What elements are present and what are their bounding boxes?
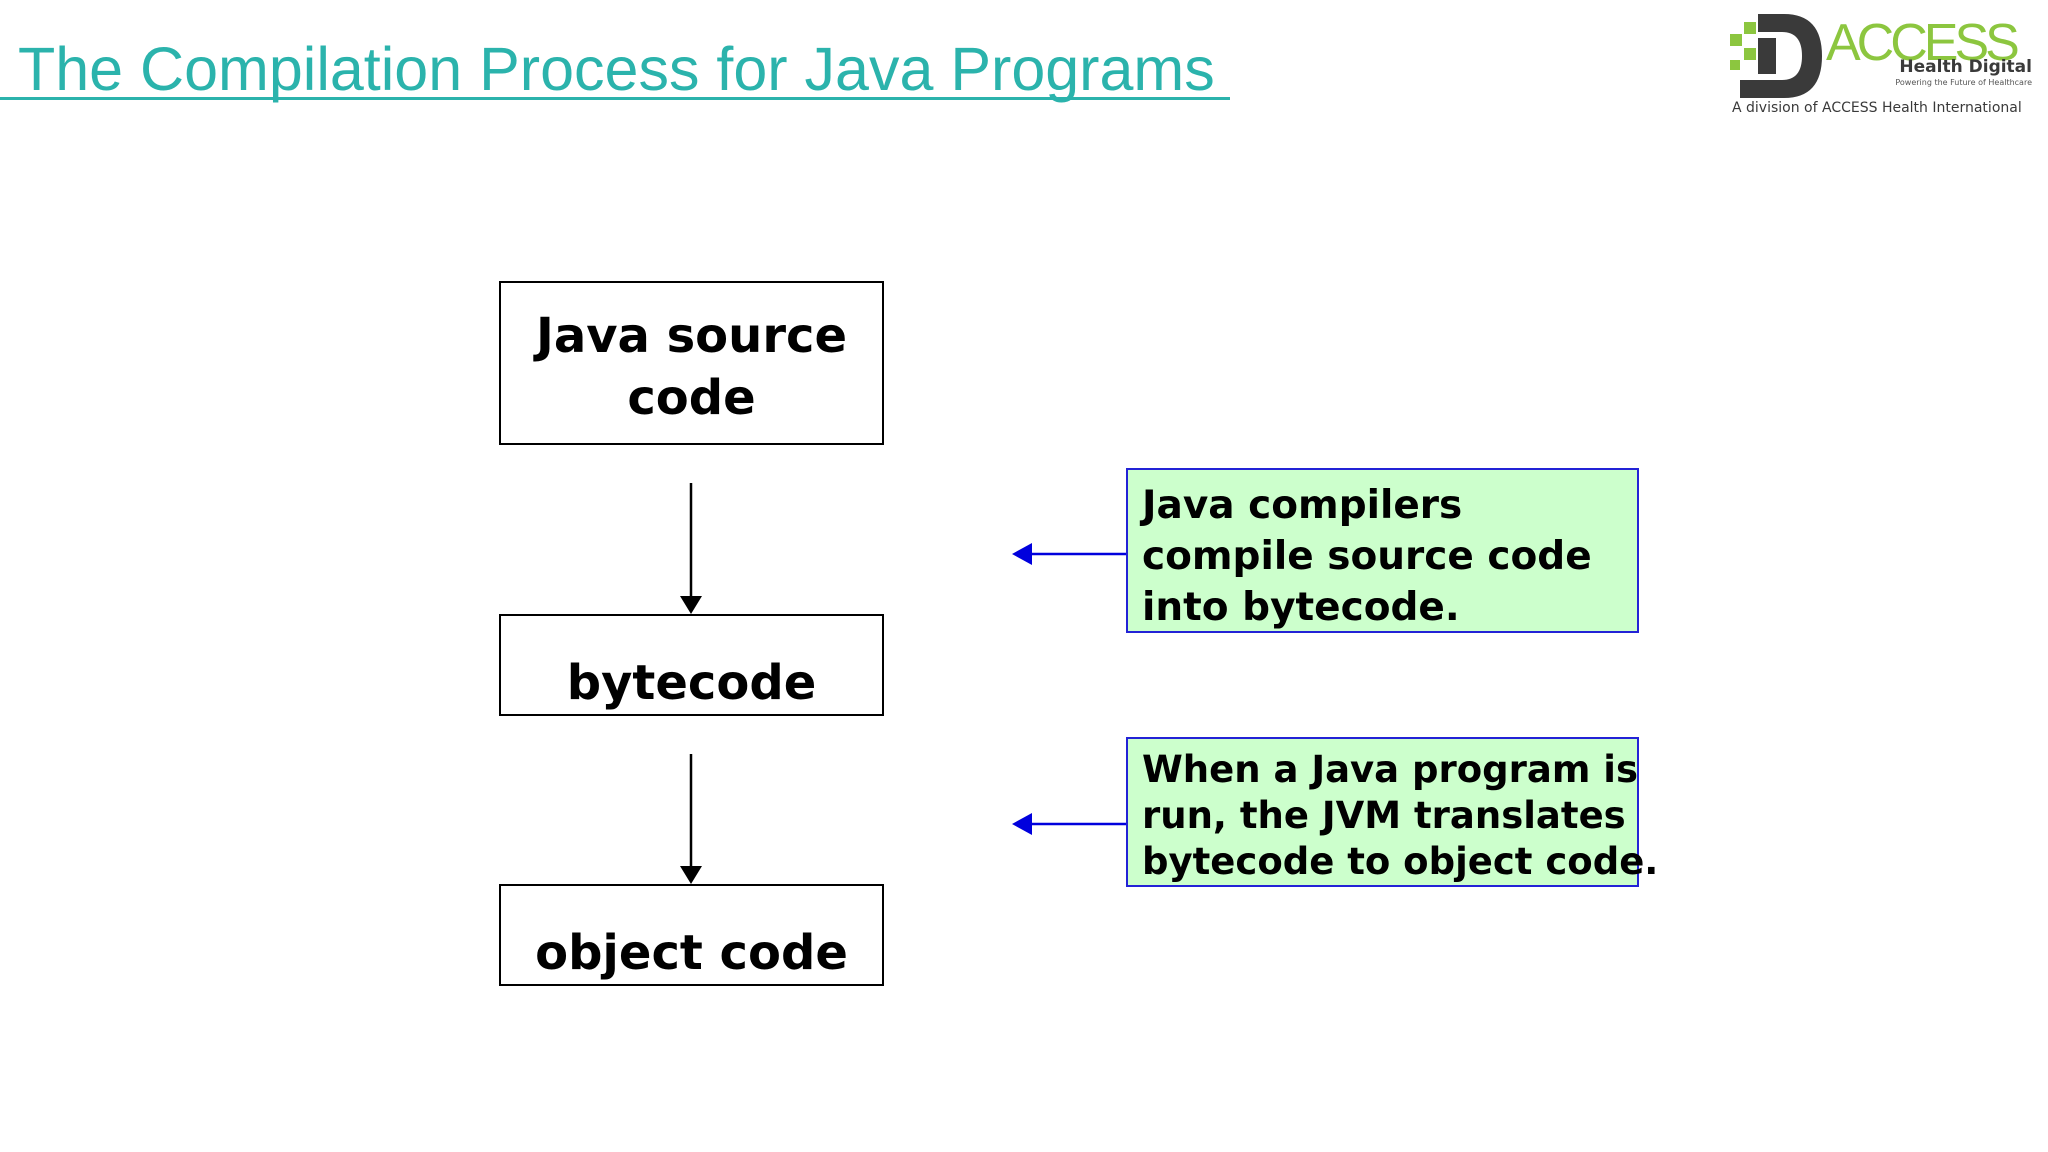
run-note-line-1: When a Java program is bbox=[1142, 748, 1639, 791]
source-label-line-1: Java source bbox=[535, 308, 848, 364]
run-note: When a Java program is run, the JVM tran… bbox=[1126, 737, 1659, 887]
title-underline bbox=[0, 97, 1230, 100]
source-label-line-2: code bbox=[627, 370, 756, 426]
svg-text:A division of ACCESS Health In: A division of ACCESS Health Internationa… bbox=[1732, 100, 2022, 116]
compile-note: Java compilers compile source code into … bbox=[1126, 468, 1639, 633]
run-note-line-2: run, the JVM translates bbox=[1142, 794, 1626, 837]
compile-note-line-1: Java compilers bbox=[1142, 483, 1463, 528]
svg-text:Powering the Future of Healthc: Powering the Future of Healthcare bbox=[1895, 78, 2032, 87]
compile-note-line-3: into bytecode. bbox=[1142, 585, 1460, 630]
bytecode-label: bytecode bbox=[566, 655, 817, 711]
arrowhead-bytecode-to-object bbox=[680, 866, 702, 884]
java-source-code-box: Java source code bbox=[499, 281, 884, 445]
svg-text:Health Digital: Health Digital bbox=[1899, 57, 2032, 77]
arrowhead-compile-note bbox=[1012, 543, 1032, 565]
compile-note-line-2: compile source code bbox=[1142, 534, 1592, 579]
object-code-box: object code bbox=[499, 884, 884, 986]
svg-text:ACCESS: ACCESS bbox=[1826, 14, 2018, 72]
object-code-label: object code bbox=[535, 925, 848, 981]
access-health-digital-logo: ACCESS Health Digital Powering the Futur… bbox=[1730, 14, 2032, 116]
arrowhead-source-to-bytecode bbox=[680, 596, 702, 614]
bytecode-box: bytecode bbox=[499, 614, 884, 716]
arrowhead-run-note bbox=[1012, 813, 1032, 835]
slide-title: The Compilation Process for Java Program… bbox=[18, 35, 1215, 103]
run-note-line-3: bytecode to object code. bbox=[1142, 840, 1659, 883]
